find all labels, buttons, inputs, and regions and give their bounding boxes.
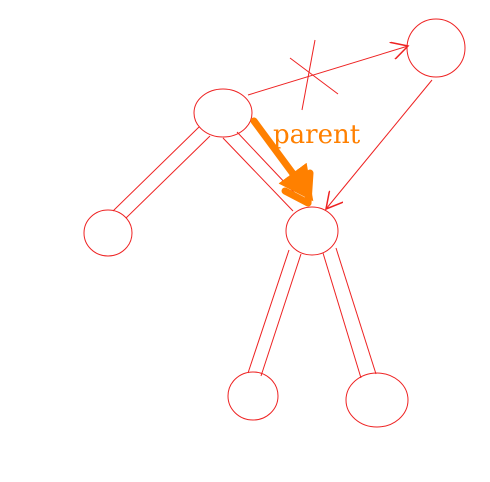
node-upper-right <box>406 18 466 78</box>
node-bottom-right <box>345 372 409 428</box>
node-child <box>285 206 339 256</box>
cross-out-mark <box>289 39 339 111</box>
edge-child-bottom-left <box>247 249 302 377</box>
arrow-upper-right-to-child <box>326 79 433 209</box>
parent-pointer-arrow <box>250 117 314 207</box>
node-root <box>193 88 253 138</box>
edge-child-bottom-right <box>322 247 377 379</box>
edge-root-left-leaf <box>112 126 211 219</box>
node-left-leaf <box>83 209 133 257</box>
node-bottom-left <box>227 371 279 421</box>
parent-label: parent <box>273 120 361 150</box>
arrow-root-to-upper-right <box>247 46 408 96</box>
